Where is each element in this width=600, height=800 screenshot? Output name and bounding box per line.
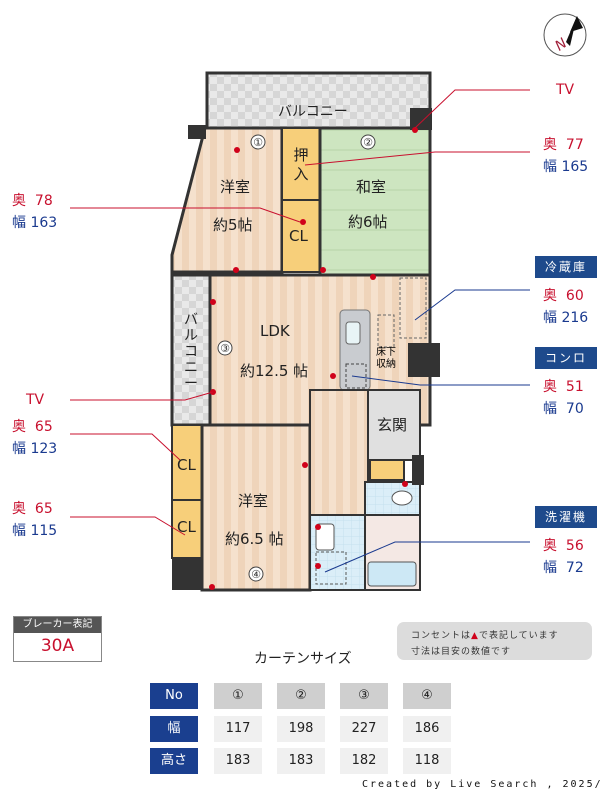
closet-1-label: CL — [289, 227, 308, 245]
washbasin — [315, 523, 335, 551]
breaker-box: ブレーカー表記 30A — [13, 616, 102, 662]
curtain-no: ④ — [403, 683, 451, 709]
depth-value: 78 — [34, 193, 53, 209]
width-value: 72 — [565, 560, 584, 576]
curtain-no: ① — [214, 683, 262, 709]
curtain-width: 117 — [214, 716, 262, 742]
entrance — [367, 389, 421, 461]
width-value: 115 — [30, 523, 58, 539]
curtain-width: 198 — [277, 716, 325, 742]
tv-left-label: TV — [26, 392, 45, 408]
depth-value: 65 — [34, 419, 53, 435]
width-label: 幅 — [12, 441, 26, 457]
hallway — [309, 389, 369, 516]
curtain-height: 118 — [403, 748, 451, 774]
ldk-name: LDK — [260, 322, 290, 340]
bathtub — [367, 561, 417, 587]
toilet-icon — [391, 490, 413, 506]
breaker-title: ブレーカー表記 — [14, 617, 101, 633]
width-label: 幅 — [12, 523, 26, 539]
window-1-label: ① — [253, 136, 263, 149]
width-value: 123 — [30, 441, 58, 457]
curtain-height: 183 — [277, 748, 325, 774]
balcony-top-label: バルコニー — [278, 104, 348, 120]
western-room-2 — [200, 423, 312, 592]
pillar — [408, 343, 440, 377]
tv-top-label: TV — [556, 82, 575, 98]
japanese-room — [318, 126, 432, 277]
curtain-height: 182 — [340, 748, 388, 774]
footer-credit: Created by Live Search , 2025/10 — [362, 779, 600, 790]
depth-value: 51 — [565, 379, 584, 395]
western-room-1-size: 約5帖 — [213, 216, 253, 234]
depth-label: 奥 — [12, 501, 26, 517]
window-2-label: ② — [363, 136, 373, 149]
closet-2-label: CL — [177, 456, 196, 474]
width-label: 幅 — [543, 401, 557, 417]
washer-tag: 洗濯機 — [535, 506, 597, 528]
notes-line1b: で表記しています — [478, 631, 559, 641]
underfloor-storage — [377, 314, 395, 348]
outlet-icon: ▲ — [471, 631, 479, 641]
floor-plan: ① ② ③ ④ — [70, 71, 530, 592]
depth-label: 奥 — [543, 379, 557, 395]
pillar-2 — [172, 558, 202, 590]
depth-value: 56 — [565, 538, 584, 554]
width-value: 70 — [565, 401, 584, 417]
balcony-left-label: バルコニー — [184, 312, 198, 392]
outlet-markers — [209, 127, 418, 590]
notes-box: コンセントは▲で表記しています 寸法は目安の数値です — [397, 622, 592, 660]
curtain-width: 227 — [340, 716, 388, 742]
depth-label: 奥 — [12, 193, 26, 209]
window-3-label: ③ — [220, 342, 230, 355]
header-width: 幅 — [150, 716, 198, 742]
shoe-cabinet — [369, 459, 405, 481]
depth-value: 77 — [565, 137, 584, 153]
japanese-room-size: 約6帖 — [348, 213, 388, 231]
balcony-top — [205, 71, 432, 130]
depth-label: 奥 — [543, 288, 557, 304]
underfloor-label: 床下収納 — [376, 347, 396, 370]
stove-tag: コンロ — [535, 347, 597, 369]
header-height: 高さ — [150, 748, 198, 774]
compass-icon: N — [543, 13, 587, 57]
sink — [345, 321, 361, 345]
depth-value: 60 — [565, 288, 584, 304]
fridge-space — [399, 277, 427, 339]
curtain-title: カーテンサイズ — [254, 651, 352, 667]
width-label: 幅 — [543, 310, 557, 326]
oshiire-label: 押入 — [293, 146, 309, 183]
western-room-1-name: 洋室 — [220, 178, 251, 196]
curtain-height: 183 — [214, 748, 262, 774]
width-label: 幅 — [543, 560, 557, 576]
closet-3-label: CL — [177, 518, 196, 536]
window-4-label: ④ — [251, 568, 261, 581]
width-label: 幅 — [543, 159, 557, 175]
curtain-no: ② — [277, 683, 325, 709]
western-room-2-name: 洋室 — [238, 492, 269, 510]
depth-value: 65 — [34, 501, 53, 517]
notes-line2: 寸法は目安の数値です — [411, 647, 512, 657]
header-no: No — [150, 683, 198, 709]
width-value: 165 — [561, 159, 589, 175]
fridge-tag: 冷蔵庫 — [535, 256, 597, 278]
western-room-2-size: 約6.5 帖 — [225, 530, 284, 548]
entrance-label: 玄関 — [377, 416, 408, 434]
breaker-value: 30A — [40, 636, 75, 656]
width-value: 216 — [561, 310, 589, 326]
western-room-1 — [170, 126, 284, 274]
curtain-width: 186 — [403, 716, 451, 742]
depth-label: 奥 — [543, 538, 557, 554]
depth-label: 奥 — [543, 137, 557, 153]
depth-label: 奥 — [12, 419, 26, 435]
notes-line1a: コンセントは — [411, 631, 472, 641]
ldk-size: 約12.5 帖 — [240, 362, 309, 380]
width-value: 163 — [30, 215, 58, 231]
width-label: 幅 — [12, 215, 26, 231]
japanese-room-name: 和室 — [356, 178, 387, 196]
curtain-no: ③ — [340, 683, 388, 709]
stove-space — [345, 363, 367, 389]
